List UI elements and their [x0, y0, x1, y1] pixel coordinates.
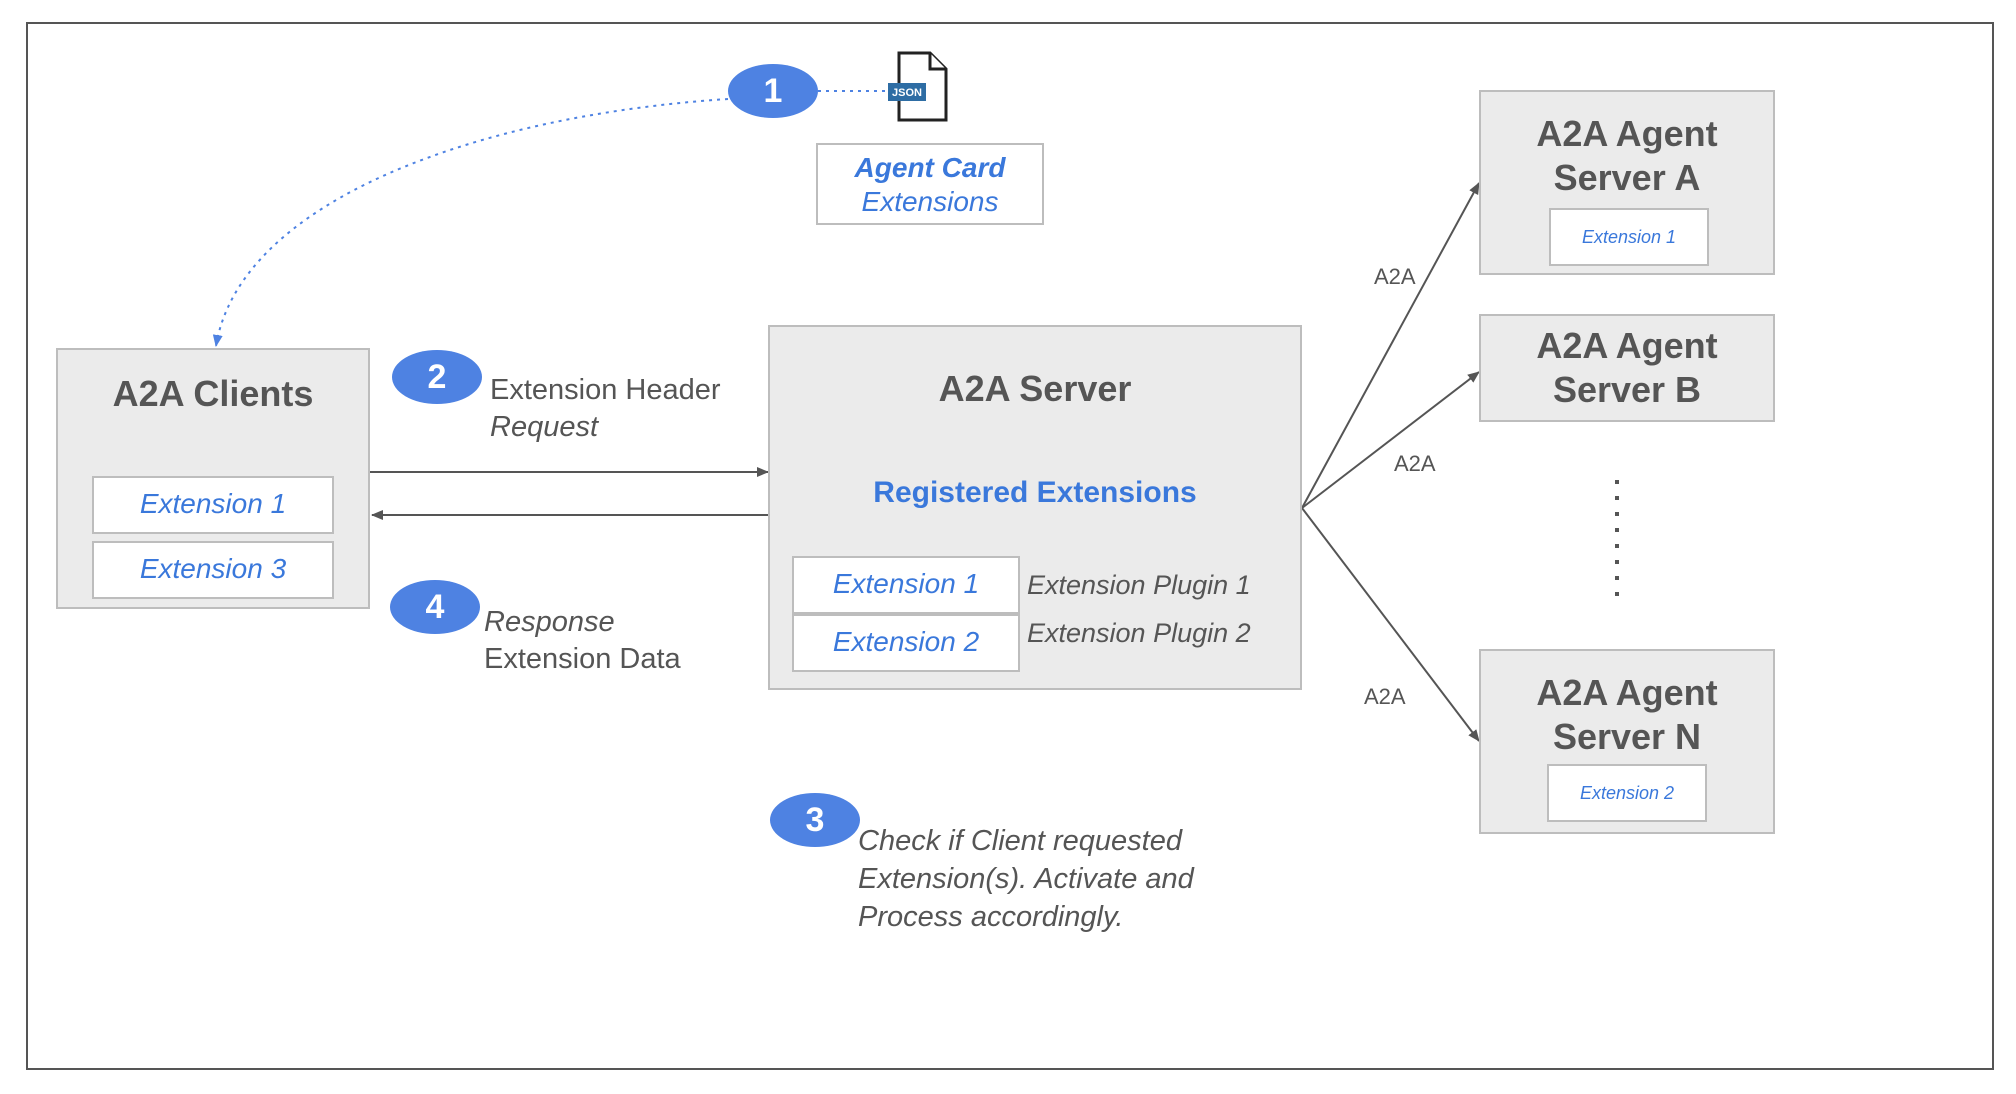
agent-b-title-line2: Server B: [1552, 369, 1702, 410]
step-1-badge: 1: [728, 64, 818, 118]
server-to-agent-b: [1301, 371, 1480, 509]
a2a-label-to-agent-n: A2A: [1364, 684, 1406, 709]
server-title: A2A Server: [938, 368, 1132, 409]
agent-server-n-box: A2A Agent Server N Extension 2: [1479, 649, 1775, 834]
agent-card-subtitle: Extensions: [861, 186, 999, 217]
json-file-icon: JSON: [888, 51, 948, 122]
agent-server-b-box: A2A Agent Server B: [1479, 314, 1775, 422]
step-2-line2: Request: [490, 411, 599, 443]
step-3-line2: Extension(s). Activate and: [858, 863, 1194, 895]
agent-n-title-line2: Server N: [1552, 716, 1702, 757]
agent-n-extension: Extension 2: [1547, 764, 1707, 822]
a2a-server-box: A2A Server Registered Extensions Extensi…: [768, 325, 1302, 690]
a2a-clients-box: A2A Clients Extension 1 Extension 3: [56, 348, 370, 609]
agent-b-title-line1: A2A Agent: [1536, 325, 1718, 366]
step-3-badge: 3: [770, 793, 860, 847]
agent-n-title-line1: A2A Agent: [1536, 672, 1718, 713]
step-2-badge: 2: [392, 350, 482, 404]
agent-card-title: Agent Card: [854, 152, 1006, 183]
clients-title: A2A Clients: [112, 373, 314, 414]
a2a-label-to-agent-b: A2A: [1394, 451, 1436, 476]
agent-server-a-box: A2A Agent Server A Extension 1: [1479, 90, 1775, 275]
step-3-line3: Process accordingly.: [858, 901, 1124, 933]
agent-a-title-line2: Server A: [1553, 157, 1701, 198]
step-4-line1: Response: [484, 606, 615, 638]
step-3-line1: Check if Client requested: [858, 825, 1182, 857]
agent-a-title-line1: A2A Agent: [1536, 113, 1718, 154]
extension-plugin-1: Extension Plugin 1: [1027, 570, 1251, 600]
client-extension-3: Extension 3: [92, 541, 334, 599]
step-4-line2: Extension Data: [484, 643, 681, 675]
registered-extensions-label: Registered Extensions: [873, 476, 1197, 509]
agent-card-discovery-arrow: [212, 98, 729, 347]
agent-a-extension: Extension 1: [1549, 208, 1709, 266]
server-to-agent-a: [1301, 182, 1480, 509]
client-extension-1: Extension 1: [92, 476, 334, 534]
server-extension-1: Extension 1: [792, 556, 1020, 614]
a2a-label-to-agent-a: A2A: [1374, 264, 1416, 289]
extension-plugin-2: Extension Plugin 2: [1027, 618, 1251, 648]
step-4-badge: 4: [390, 580, 480, 634]
step-2-line1: Extension Header: [490, 374, 721, 406]
server-extension-2: Extension 2: [792, 614, 1020, 672]
agent-card-box: Agent Card Extensions: [816, 143, 1044, 225]
json-label: JSON: [892, 87, 922, 99]
diagram-frame: [26, 22, 1994, 1070]
server-to-agent-n: [1301, 507, 1480, 742]
